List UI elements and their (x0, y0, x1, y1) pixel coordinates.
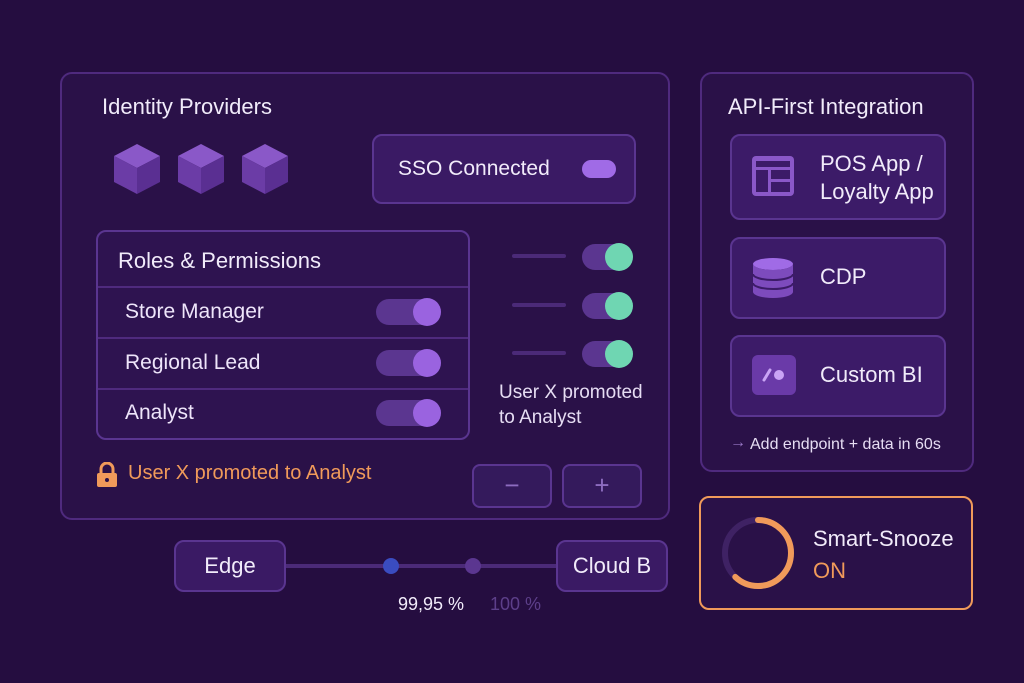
role-row: Store Manager (98, 288, 468, 336)
audit-line (512, 303, 566, 307)
toggle-knob (413, 298, 441, 326)
role-label: Store Manager (125, 300, 264, 323)
toggle-knob (605, 292, 633, 320)
divider (98, 388, 468, 390)
edge-button[interactable]: Edge (174, 540, 286, 592)
sso-card[interactable]: SSO Connected (372, 134, 636, 204)
database-icon (752, 258, 794, 298)
role-toggle-analyst[interactable] (376, 399, 441, 427)
lock-message: User X promoted to Analyst (128, 462, 372, 484)
roles-permissions-card: Roles & Permissions Store Manager Region… (96, 230, 470, 440)
sso-label: SSO Connected (398, 157, 550, 180)
divider (98, 337, 468, 339)
uptime-target: 100 % (490, 594, 542, 614)
network-node[interactable] (465, 558, 481, 574)
integration-item-custom-bi[interactable]: Custom BI (730, 335, 946, 417)
audit-toggle[interactable] (582, 243, 633, 271)
divider (98, 286, 468, 288)
sso-toggle[interactable] (582, 160, 616, 178)
role-row: Analyst (98, 390, 468, 436)
snooze-label: Smart-Snooze (813, 526, 954, 551)
role-label: Analyst (125, 401, 194, 424)
audit-toggle[interactable] (582, 340, 633, 368)
integration-item-cdp[interactable]: CDP (730, 237, 946, 319)
provider-cube-icon[interactable] (176, 142, 226, 196)
lock-icon (97, 462, 117, 487)
role-row: Regional Lead (98, 339, 468, 387)
integration-label-line: POS App / (820, 151, 923, 176)
toggle-knob (413, 349, 441, 377)
audit-message: User X promoted to Analyst (499, 382, 643, 428)
snooze-status: ON (813, 558, 846, 583)
network-line (282, 564, 558, 568)
integration-label: CDP (820, 264, 867, 289)
snooze-progress-arc (722, 517, 794, 589)
identity-providers-title: Identity Providers (102, 94, 272, 119)
toggle-knob (413, 399, 441, 427)
smart-snooze-card[interactable]: Smart-Snooze ON (699, 496, 973, 610)
plus-button[interactable]: + (562, 464, 642, 508)
layout-icon (752, 156, 794, 196)
integration-panel: API-First Integration POS App / Loyalty … (700, 72, 974, 472)
analytics-icon (752, 355, 796, 395)
provider-cube-icon[interactable] (112, 142, 162, 196)
audit-line (512, 254, 566, 258)
provider-cube-icon[interactable] (240, 142, 290, 196)
role-toggle-store-manager[interactable] (376, 298, 441, 326)
identity-panel: Identity Providers SSO Connected Roles &… (60, 72, 670, 520)
audit-toggle[interactable] (582, 292, 633, 320)
integration-label-line: Loyalty App (820, 179, 934, 204)
audit-line (512, 351, 566, 355)
network-node[interactable] (383, 558, 399, 574)
role-label: Regional Lead (125, 351, 261, 374)
cloud-b-button[interactable]: Cloud B (556, 540, 668, 592)
arrow-right-icon: → (730, 434, 746, 451)
integration-label: POS App / Loyalty App (820, 150, 934, 206)
role-toggle-regional-lead[interactable] (376, 349, 441, 377)
integration-label: Custom BI (820, 362, 923, 387)
minus-button[interactable]: − (472, 464, 552, 508)
toggle-knob (605, 243, 633, 271)
toggle-knob (605, 340, 633, 368)
roles-title: Roles & Permissions (118, 248, 321, 273)
uptime-current: 99,95 % (398, 594, 465, 614)
integration-item-pos[interactable]: POS App / Loyalty App (730, 134, 946, 220)
integration-title: API-First Integration (728, 94, 924, 119)
integration-footer: Add endpoint + data in 60s (750, 436, 941, 453)
snooze-progress-ring (722, 517, 794, 589)
